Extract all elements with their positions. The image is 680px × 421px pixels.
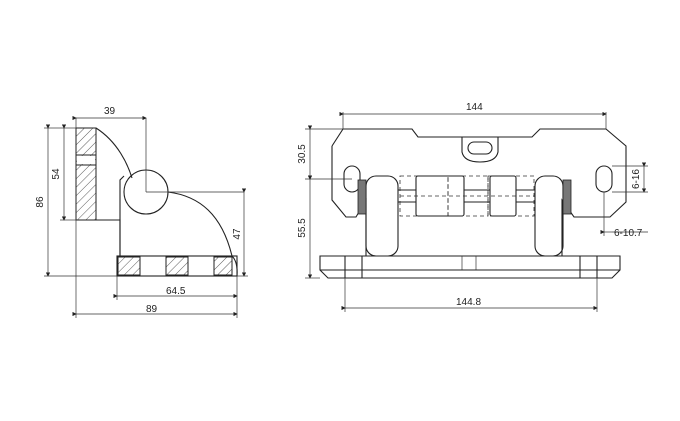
dim-47: 47 [232,228,243,240]
dim-54: 54 [51,168,62,180]
left-flange-curve [167,191,233,257]
dim-6-16: 6-16 [631,169,642,189]
hidden-pin-assembly [398,175,535,217]
dim-144-8: 144.8 [456,297,481,308]
left-web-curve [95,127,133,179]
dim-144: 144 [466,102,483,113]
left-plate-section [75,127,97,221]
right-slot [595,165,613,193]
right-base-plate [319,255,621,279]
dim-86: 86 [35,196,46,208]
dim-55-5: 55.5 [297,218,308,238]
dim-89: 89 [146,304,158,315]
right-view: 144 30.5 55.5 6-16 6-10.7 144.8 [297,102,648,312]
right-knuckle-block [534,175,564,257]
right-top-plate [331,128,627,257]
left-knuckle-block [365,175,399,257]
dim-6-10-7: 6-10.7 [614,228,643,239]
dim-30-5: 30.5 [297,144,308,164]
left-view: 39 54 86 47 64.5 89 [35,106,248,318]
dim-39: 39 [104,106,116,117]
right-top-tab [461,137,499,163]
dim-64-5: 64.5 [166,286,186,297]
